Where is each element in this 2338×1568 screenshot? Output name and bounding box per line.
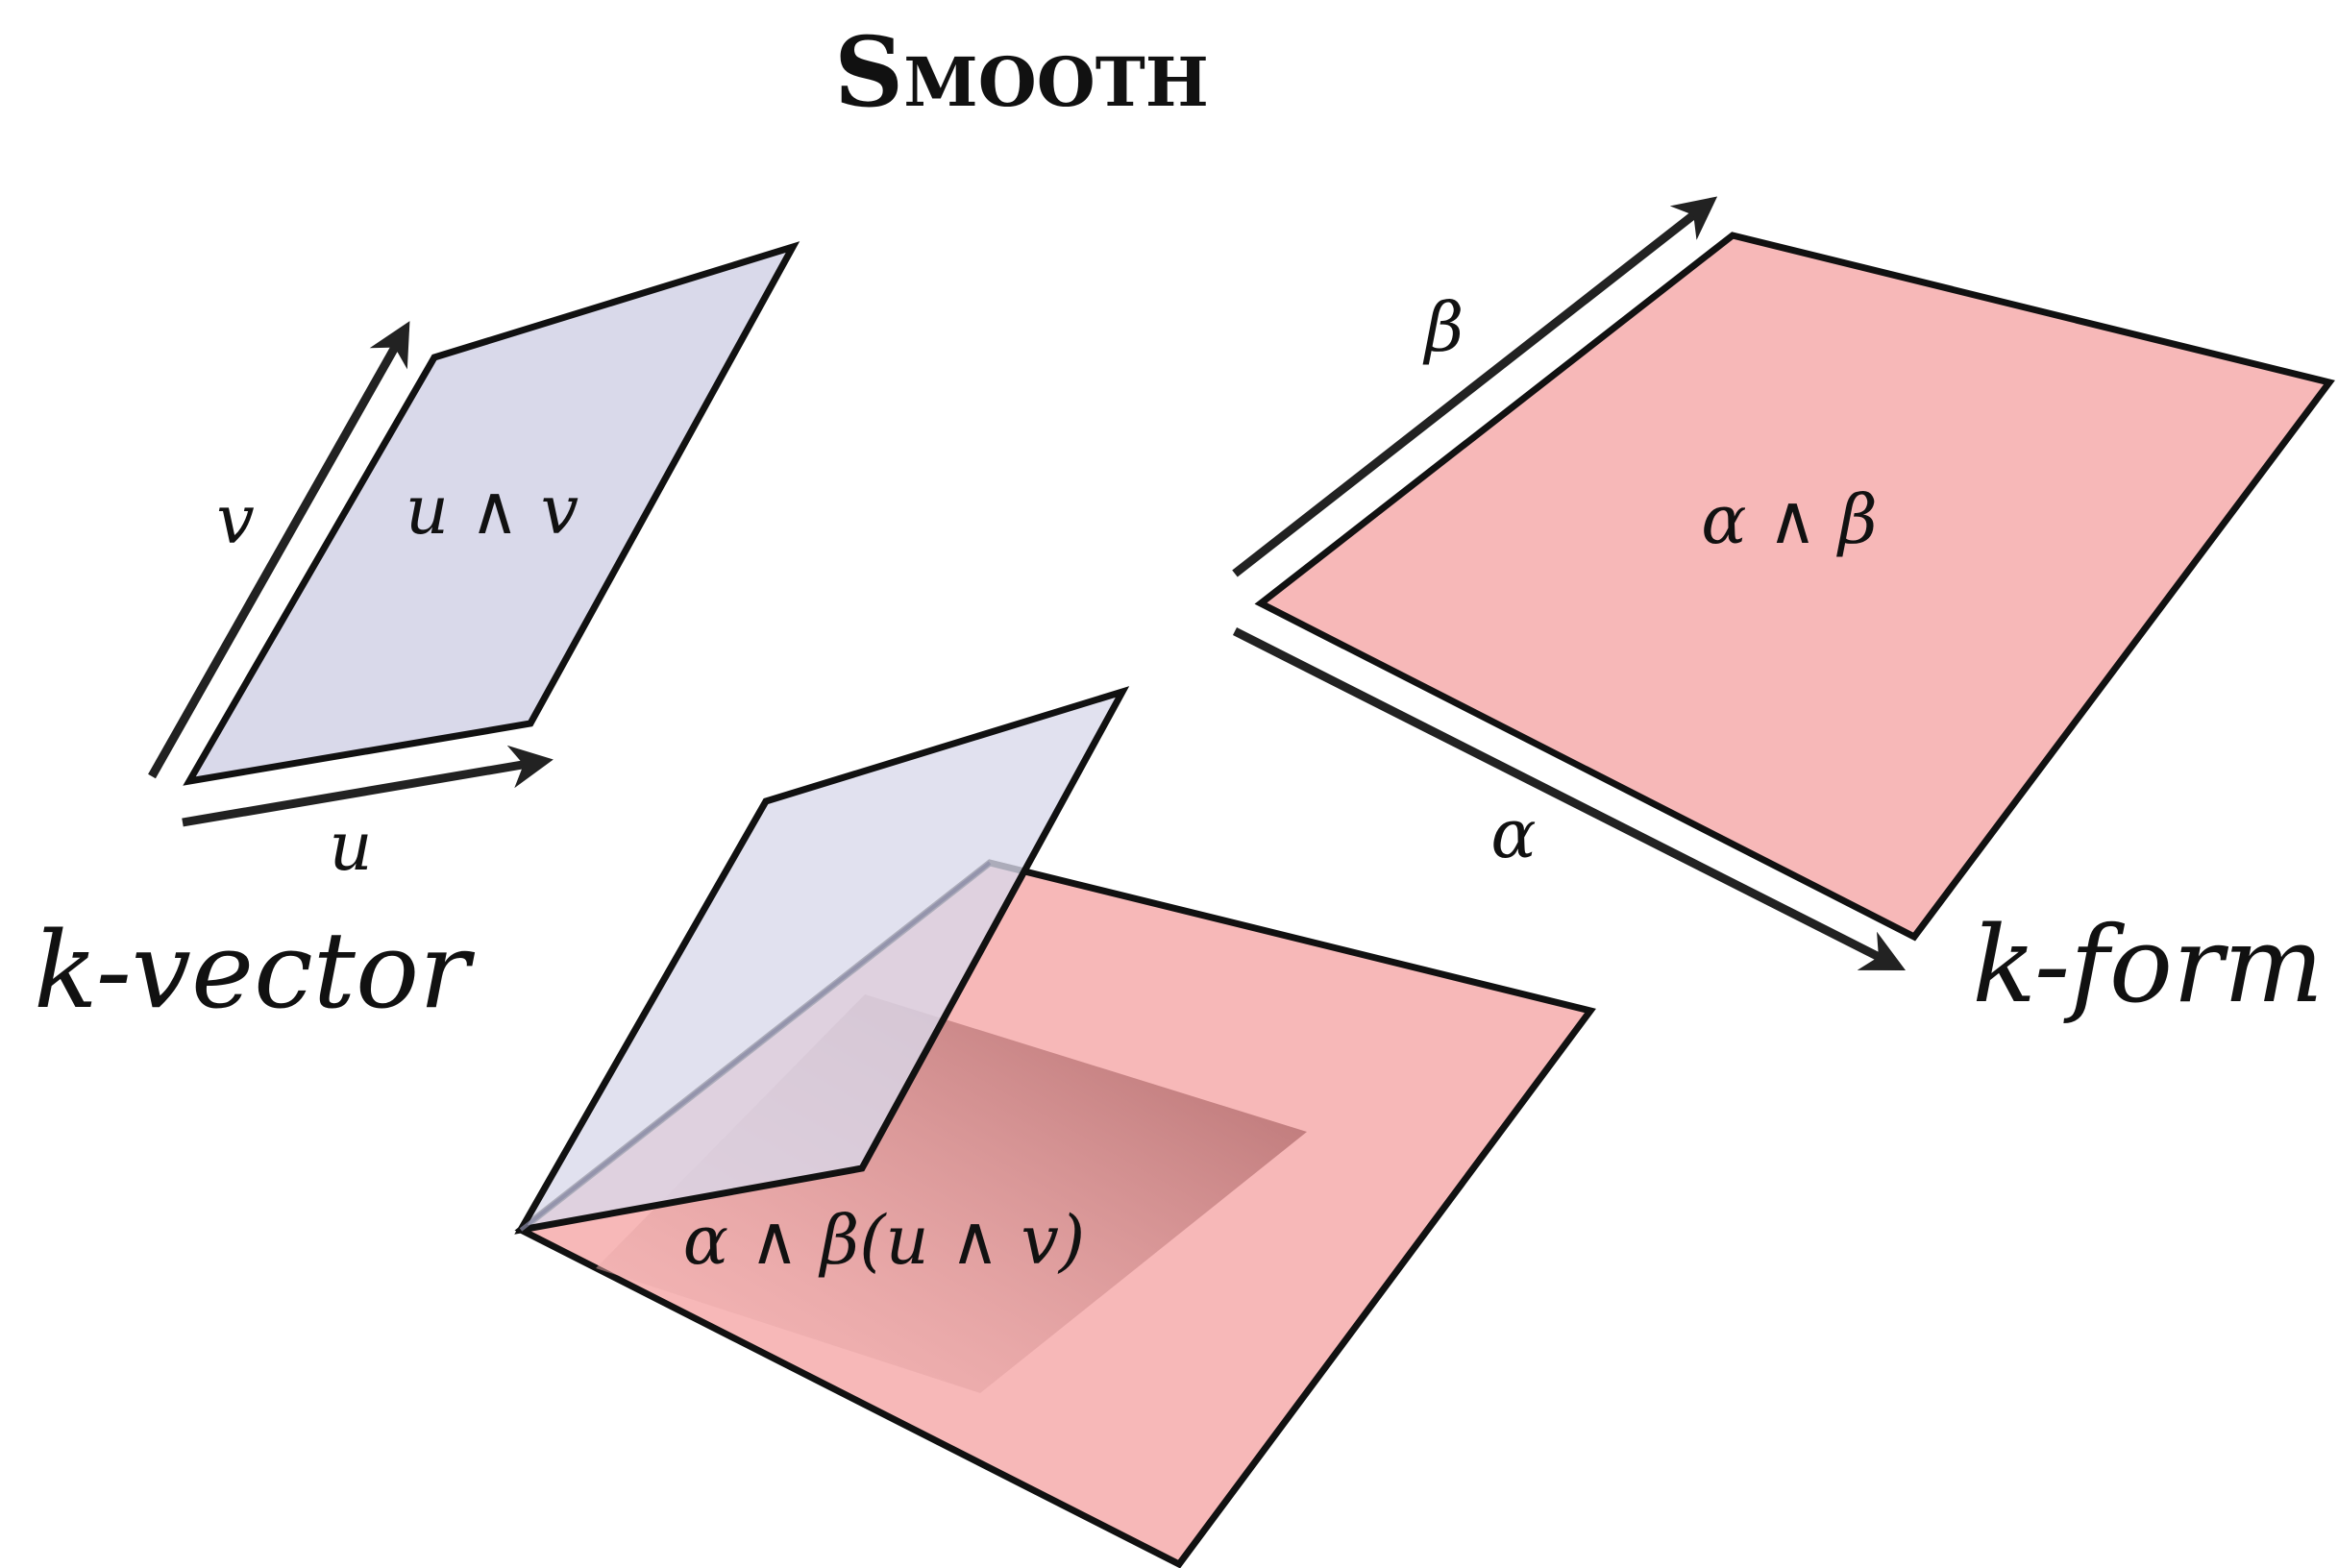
- bivector-label: u ∧ v: [406, 471, 578, 550]
- kvector-group: u v u ∧ v k-vector: [34, 247, 793, 1032]
- kform-caption: k-form: [1972, 903, 2324, 1026]
- form-alpha-label: α: [1490, 795, 1536, 873]
- vector-v-label: v: [216, 480, 255, 559]
- kform-group: α β α ∧ β k-form: [1235, 202, 2329, 1026]
- vector-u-label: u: [329, 807, 372, 886]
- page-title: Smooth: [834, 15, 1209, 129]
- two-form-parallelogram: [1261, 235, 2329, 937]
- form-beta-label: β: [1422, 288, 1464, 367]
- pairing-label: α ∧ β(u ∧ v): [683, 1201, 1085, 1280]
- pairing-group: α ∧ β(u ∧ v): [521, 692, 1590, 1564]
- two-form-label: α ∧ β: [1701, 480, 1877, 559]
- kvector-caption: k-vector: [34, 909, 476, 1032]
